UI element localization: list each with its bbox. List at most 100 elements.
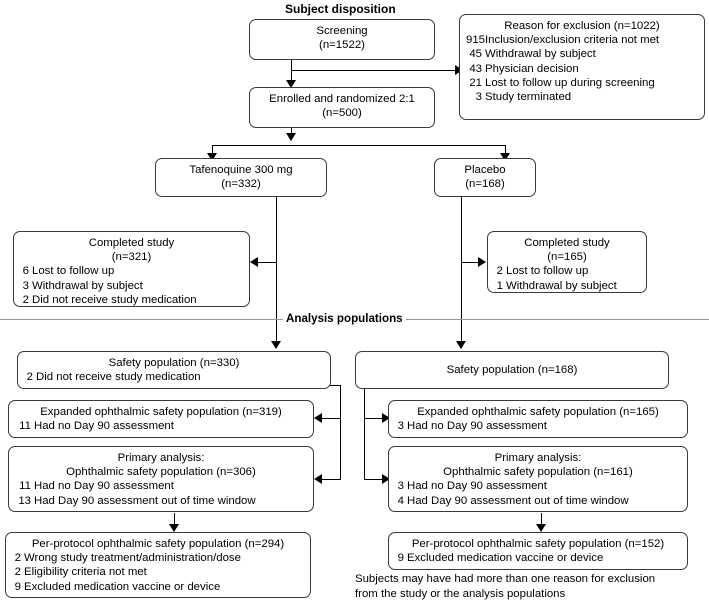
exclusion-item: 915Inclusion/exclusion criteria not met bbox=[460, 33, 704, 47]
connector-rail-to-expanded bbox=[320, 418, 341, 419]
completed-placebo-item-text: Withdrawal by subject bbox=[506, 279, 617, 292]
connector-primary-to-perprotocol-left bbox=[174, 513, 175, 531]
completed-placebo-item-count: 1 bbox=[496, 279, 503, 292]
connector-primary-to-perprotocol-right bbox=[541, 513, 542, 531]
enrolled-line-2: (n=500) bbox=[322, 107, 362, 120]
connector-split-right bbox=[505, 145, 506, 160]
box-per-protocol-tafenoquine[interactable]: Per-protocol ophthalmic safety populatio… bbox=[5, 532, 311, 598]
exclusion-item-text: Study terminated bbox=[485, 91, 572, 104]
placebo-arm-line-1: Placebo bbox=[464, 164, 506, 176]
placebo-arm-line-2: (n=168) bbox=[465, 178, 505, 191]
box-primary-analysis-placebo[interactable]: Primary analysis: Ophthalmic safety popu… bbox=[388, 446, 688, 512]
arrowhead-safety-tafenoquine bbox=[271, 341, 281, 349]
connector-split-left bbox=[212, 145, 213, 160]
perprotocol-tafenoquine-header: Per-protocol ophthalmic safety populatio… bbox=[31, 538, 285, 550]
primary-placebo-item-count: 4 bbox=[397, 494, 404, 507]
connector-rail-to-primary bbox=[320, 479, 341, 480]
completed-placebo-line-2: (n=165) bbox=[547, 251, 587, 264]
expanded-tafenoquine-item-count: 11 bbox=[19, 420, 31, 433]
primary-placebo-item-text: Had Day 90 assessment out of time window bbox=[407, 494, 629, 507]
exclusion-item-count: 45 bbox=[469, 48, 482, 61]
box-safety-population-placebo[interactable]: Safety population (n=168) bbox=[355, 351, 669, 389]
exclusion-item-count: 21 bbox=[469, 76, 482, 89]
perprotocol-tafenoquine-item-text: Excluded medication vaccine or device bbox=[24, 580, 221, 593]
primary-tafenoquine-line-2: Ophthalmic safety population (n=306) bbox=[66, 466, 256, 479]
expanded-placebo-header: Expanded ophthalmic safety population (n… bbox=[417, 406, 659, 418]
perprotocol-tafenoquine-item-count: 2 bbox=[14, 552, 21, 565]
tafenoquine-arm-line-1: Tafenoquine 300 mg bbox=[189, 164, 293, 176]
arrowhead-primary-tafenoquine bbox=[314, 474, 322, 484]
primary-placebo-item-count: 3 bbox=[397, 480, 404, 493]
connector-rail-to-expanded-right bbox=[364, 418, 386, 419]
arrowhead-primary-placebo bbox=[382, 474, 390, 484]
primary-tafenoquine-item-text: Had Day 90 assessment out of time window bbox=[34, 494, 256, 507]
completed-tafenoquine-item-count: 6 bbox=[22, 265, 29, 278]
perprotocol-tafenoquine-item-count: 9 bbox=[14, 580, 21, 593]
box-per-protocol-placebo[interactable]: Per-protocol ophthalmic safety populatio… bbox=[388, 532, 688, 570]
connector-tafenoquine-trunk bbox=[276, 196, 277, 348]
exclusion-item-count: 915 bbox=[466, 34, 486, 47]
box-expanded-ophthalmic-tafenoquine[interactable]: Expanded ophthalmic safety population (n… bbox=[8, 400, 314, 438]
footnote-line-2: from the study or the analysis populatio… bbox=[355, 587, 566, 600]
perprotocol-tafenoquine-item-count: 2 bbox=[14, 566, 21, 579]
connector-tafenoquine-to-completed bbox=[256, 262, 277, 263]
exclusion-item-text: Withdrawal by subject bbox=[485, 48, 596, 61]
completed-placebo-line-1: Completed study bbox=[524, 237, 610, 249]
expanded-tafenoquine-item-text: Had no Day 90 assessment bbox=[34, 420, 174, 433]
perprotocol-placebo-header: Per-protocol ophthalmic safety populatio… bbox=[411, 538, 665, 550]
box-expanded-ophthalmic-placebo[interactable]: Expanded ophthalmic safety population (n… bbox=[388, 400, 688, 438]
primary-tafenoquine-item-count: 11 bbox=[19, 480, 31, 493]
analysis-populations-label: Analysis populations bbox=[283, 312, 406, 325]
connector-left-side-rail bbox=[340, 385, 341, 480]
expanded-placebo-item-count: 3 bbox=[397, 420, 404, 433]
connector-right-side-rail bbox=[364, 385, 365, 480]
perprotocol-tafenoquine-item-text: Eligibility criteria not met bbox=[24, 566, 147, 579]
completed-tafenoquine-item-text: Lost to follow up bbox=[32, 265, 115, 278]
arrowhead-safety-placebo bbox=[456, 341, 466, 349]
safety-placebo-header: Safety population (n=168) bbox=[446, 364, 578, 376]
connector-to-exclusion bbox=[291, 70, 459, 71]
exclusion-item-text: Inclusion/exclusion criteria not met bbox=[485, 34, 660, 47]
box-primary-analysis-tafenoquine[interactable]: Primary analysis: Ophthalmic safety popu… bbox=[8, 446, 314, 512]
screening-line-2: (n=1522) bbox=[319, 39, 365, 52]
connector-split-horizontal bbox=[212, 145, 506, 146]
box-reason-for-exclusion[interactable]: Reason for exclusion (n=1022) 915Inclusi… bbox=[459, 14, 705, 120]
chart-title: Subject disposition bbox=[285, 2, 396, 16]
box-tafenoquine-arm[interactable]: Tafenoquine 300 mg (n=332) bbox=[155, 158, 327, 197]
completed-tafenoquine-line-2: (n=321) bbox=[111, 251, 152, 264]
exclusion-header: Reason for exclusion (n=1022) bbox=[504, 20, 660, 32]
tafenoquine-arm-line-2: (n=332) bbox=[221, 178, 261, 191]
exclusion-item-text: Lost to follow up during screening bbox=[485, 76, 655, 89]
arrowhead-enrolled bbox=[286, 80, 296, 88]
arrowhead-perprotocol-placebo bbox=[536, 524, 546, 532]
box-placebo-arm[interactable]: Placebo (n=168) bbox=[434, 158, 536, 197]
expanded-tafenoquine-header: Expanded ophthalmic safety population (n… bbox=[40, 406, 282, 418]
connector-safety-to-rail bbox=[320, 385, 341, 386]
connector-placebo-to-completed bbox=[461, 262, 482, 263]
box-enrolled-randomized[interactable]: Enrolled and randomized 2:1 (n=500) bbox=[249, 87, 435, 128]
perprotocol-tafenoquine-item-text: Wrong study treatment/administration/dos… bbox=[24, 552, 241, 565]
analysis-populations-rule-right bbox=[404, 319, 709, 320]
arrowhead-completed-placebo bbox=[478, 257, 486, 267]
primary-placebo-line-1: Primary analysis: bbox=[494, 452, 582, 464]
expanded-placebo-item-text: Had no Day 90 assessment bbox=[407, 420, 547, 433]
footnote: Subjects may have had more than one reas… bbox=[355, 572, 655, 601]
connector-rail-to-primary-right bbox=[364, 479, 386, 480]
box-screening[interactable]: Screening (n=1522) bbox=[249, 19, 435, 60]
enrolled-line-1: Enrolled and randomized 2:1 bbox=[269, 93, 415, 105]
arrowhead-completed-tafenoquine bbox=[250, 257, 258, 267]
